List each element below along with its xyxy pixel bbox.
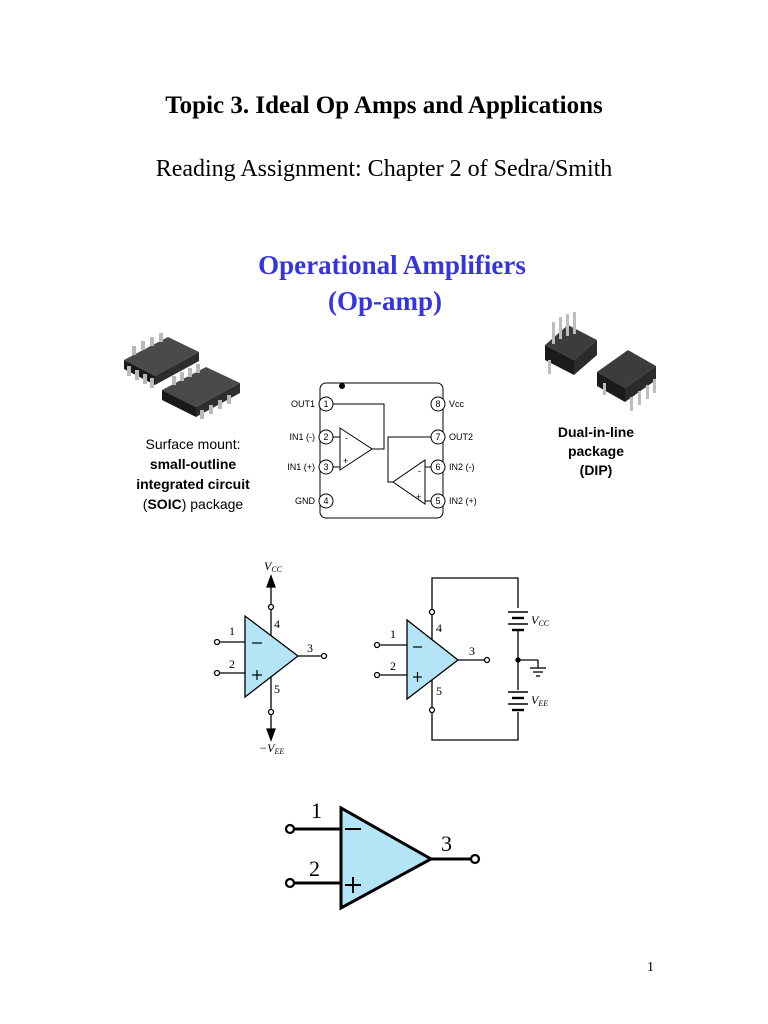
opamp-symbol-large	[284, 805, 481, 911]
svg-text:5: 5	[436, 684, 442, 698]
pin-label-out1: OUT1	[291, 399, 315, 409]
pin-label-in2-minus: IN2 (-)	[449, 462, 475, 472]
pin-label-in1-plus: IN1 (+)	[287, 462, 315, 472]
svg-text:3: 3	[469, 644, 475, 658]
svg-text:2: 2	[229, 657, 235, 671]
banner: Operational Amplifiers (Op-amp)	[258, 250, 526, 316]
opamp-c-labels: 1 2 3	[309, 798, 452, 881]
banner-line2: (Op-amp)	[328, 286, 442, 316]
soic-line1: Surface mount:	[146, 436, 241, 452]
opamp-symbol-with-batteries	[373, 577, 546, 741]
svg-text:1: 1	[323, 399, 328, 409]
svg-text:3: 3	[323, 462, 328, 472]
soic-chips-illustration	[124, 333, 240, 419]
banner-line1: Operational Amplifiers	[258, 250, 526, 280]
opamp-symbol-with-supplies	[213, 574, 328, 742]
pin-label-gnd: GND	[295, 496, 316, 506]
dip-caption: Dual-in-line package (DIP)	[558, 424, 634, 478]
pin-label-in2-plus: IN2 (+)	[449, 496, 477, 506]
opamp-b-labels: VCC VEE 1 2 3 4 5	[390, 613, 550, 708]
soic-line2: small-outline	[150, 456, 237, 472]
vee-label: −VEE	[259, 741, 284, 756]
svg-text:3: 3	[441, 831, 452, 856]
svg-text:4: 4	[323, 496, 328, 506]
soic-caption: Surface mount: small-outline integrated …	[136, 436, 250, 512]
vcc-battery-label: VCC	[531, 613, 550, 628]
soic-line3: integrated circuit	[136, 476, 250, 492]
pin-label-vcc: Vcc	[449, 399, 465, 409]
svg-text:4: 4	[436, 621, 442, 635]
svg-text:5: 5	[274, 682, 280, 696]
reading-assignment: Reading Assignment: Chapter 2 of Sedra/S…	[155, 156, 613, 182]
page-number: 1	[647, 960, 654, 975]
dip-chips-illustration	[545, 312, 656, 411]
pin-label-in1-minus: IN1 (-)	[290, 432, 316, 442]
svg-text:1: 1	[311, 798, 322, 823]
svg-text:7: 7	[435, 432, 440, 442]
svg-text:+: +	[416, 492, 421, 502]
svg-text:2: 2	[309, 856, 320, 881]
svg-text:2: 2	[390, 659, 396, 673]
pin-label-out2: OUT2	[449, 432, 473, 442]
dip-line1: Dual-in-line	[558, 424, 634, 440]
vee-battery-label: VEE	[531, 693, 548, 708]
vcc-label: VCC	[264, 559, 283, 574]
svg-text:+: +	[343, 456, 348, 466]
svg-text:-: -	[345, 433, 348, 443]
svg-text:8: 8	[435, 399, 440, 409]
svg-text:3: 3	[307, 641, 313, 655]
opamp-a-labels: VCC −VEE 1 2 3 4 5	[229, 559, 313, 756]
pinout-labels: 1 2 3 4 8 7 6 5 OUT1 IN1 (-) IN1 (+) GND…	[287, 399, 477, 506]
svg-text:-: -	[418, 466, 421, 476]
dip-line2: package	[568, 443, 624, 459]
dip-line3: (DIP)	[580, 462, 613, 478]
svg-text:1: 1	[229, 624, 235, 638]
svg-text:5: 5	[435, 496, 440, 506]
svg-text:2: 2	[323, 432, 328, 442]
page-title: Topic 3. Ideal Op Amps and Applications	[165, 92, 603, 119]
svg-text:6: 6	[435, 462, 440, 472]
dual-opamp-pinout	[318, 382, 446, 519]
soic-line4: (SOIC) package	[143, 496, 244, 512]
svg-text:4: 4	[274, 617, 280, 631]
svg-text:1: 1	[390, 627, 396, 641]
